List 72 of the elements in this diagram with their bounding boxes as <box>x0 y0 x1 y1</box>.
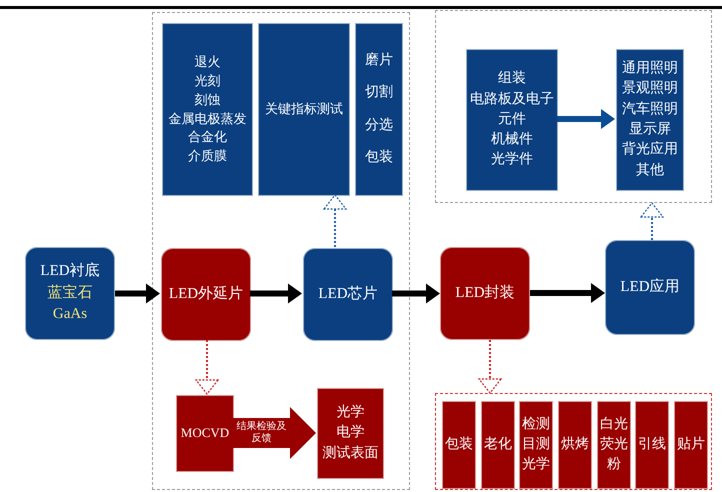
process-box <box>303 248 393 341</box>
box-label: 测试表面 <box>322 444 378 463</box>
box-label: 包装 <box>445 436 473 454</box>
box-label: 检测目测光学 <box>521 416 551 474</box>
box-label: LED衬底 <box>40 261 100 281</box>
box-label: 电路板及电子元件 <box>469 90 555 129</box>
box-label: 电学 <box>336 424 364 442</box>
step-box <box>466 49 558 191</box>
box-label: 引线 <box>638 436 666 454</box>
step-box <box>616 49 684 191</box>
box-label: 光学 <box>336 404 364 422</box>
block-arrow <box>233 407 316 459</box>
box-label: 白光荧光粉 <box>599 416 629 474</box>
box-label: GaAs <box>52 305 88 324</box>
process-box <box>161 248 251 341</box>
step-box <box>442 401 476 489</box>
dashed-arrow <box>195 340 219 395</box>
box-label: LED应用 <box>620 277 680 297</box>
dashed-arrow <box>323 194 347 247</box>
box-label: 汽车照明 <box>622 100 678 119</box>
box-label: 刻蚀 <box>194 90 220 109</box>
step-box <box>162 23 253 196</box>
dashed-arrow <box>478 340 502 394</box>
step-box <box>635 401 669 489</box>
box-label: 金属电极蒸发 <box>168 110 246 128</box>
dashed-arrow <box>640 202 664 240</box>
box-label: 景观照明 <box>622 80 678 98</box>
dashed-group-frame <box>152 12 410 490</box>
arrow <box>250 284 302 304</box>
box-label: 背光应用 <box>622 140 678 160</box>
step-box <box>258 23 350 196</box>
step-box <box>597 401 631 489</box>
box-label: 组装 <box>498 70 526 88</box>
box-label: 通用照明 <box>622 60 678 78</box>
box-label: LED外延片 <box>168 284 244 304</box>
box-label: 贴片 <box>677 436 705 454</box>
box-label: 烘烤 <box>561 436 589 454</box>
box-label: 合金化 <box>188 128 227 146</box>
dashed-group-frame <box>435 393 712 490</box>
step-box <box>355 23 403 196</box>
arrow <box>557 109 615 129</box>
box-label: 其他 <box>636 162 664 180</box>
box-label: 包装 <box>365 148 393 167</box>
box-label: 介质膜 <box>188 147 227 166</box>
box-label: 显示屏 <box>629 121 671 139</box>
box-label: 光刻 <box>194 72 220 90</box>
step-box <box>519 401 553 489</box>
step-box <box>558 401 592 489</box>
box-label: 蓝宝石 <box>48 283 92 303</box>
box-label: LED封装 <box>455 284 515 303</box>
process-box <box>440 247 530 340</box>
process-box <box>605 240 695 335</box>
step-box <box>317 388 384 479</box>
box-label: 机械件 <box>491 130 533 150</box>
box-label: 磨片 <box>365 51 393 70</box>
process-box <box>25 247 115 340</box>
box-label: 分选 <box>365 116 393 134</box>
arrow <box>115 284 160 304</box>
dashed-group-frame <box>435 10 712 203</box>
step-box <box>674 401 708 489</box>
arrow <box>392 284 440 304</box>
edge-label: 结果检验及反馈 <box>236 421 288 445</box>
step-box <box>481 401 515 489</box>
box-label: MOCVD <box>180 424 230 442</box>
step-box <box>176 395 234 472</box>
box-label: 退火 <box>194 52 220 71</box>
box-label: 切割 <box>365 83 393 102</box>
box-label: LED芯片 <box>318 284 378 304</box>
arrow <box>530 283 605 303</box>
box-label: 老化 <box>484 436 512 454</box>
box-label: 光学件 <box>491 150 533 170</box>
box-label: 关键指标测试 <box>265 100 343 118</box>
